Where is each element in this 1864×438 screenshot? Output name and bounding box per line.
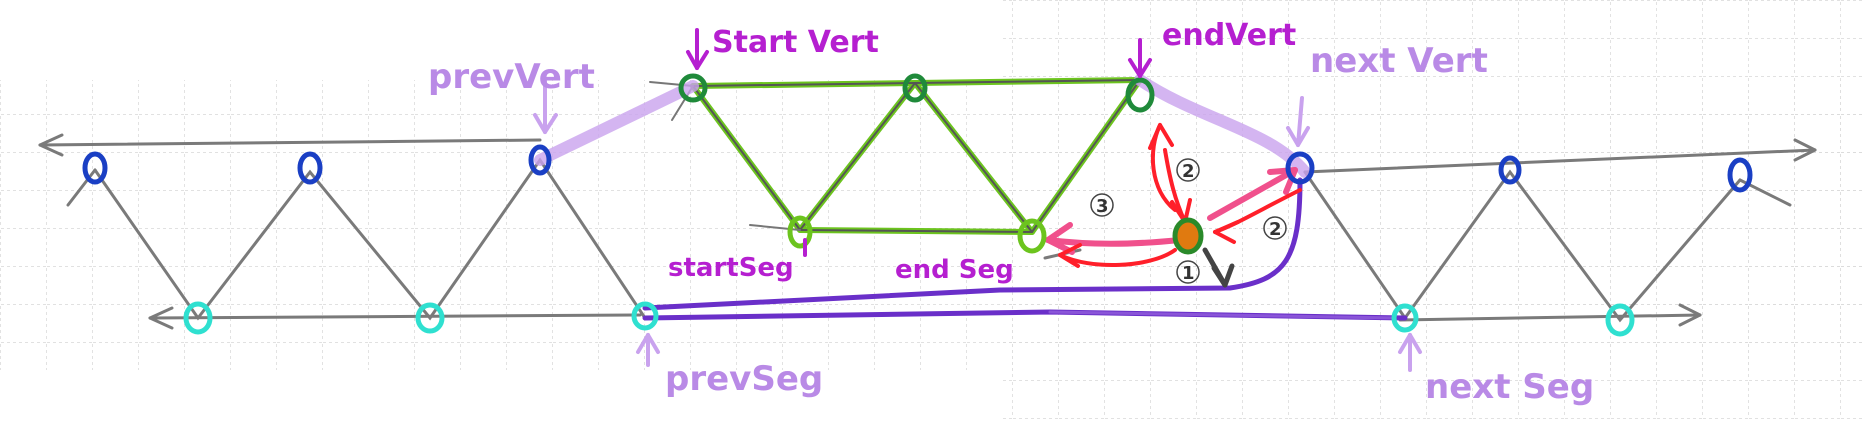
vertex: [297, 151, 323, 185]
step-marker-2a: [1176, 158, 1200, 182]
label-start-vert: Start Vert: [712, 25, 879, 60]
vertex-next-vert: [1285, 151, 1315, 185]
outer-segment-vertices: [183, 301, 1635, 337]
label-prev-seg: prevSeg: [665, 359, 823, 399]
segment: [1605, 303, 1635, 337]
labels: prevVert Start Vert endVert next Vert st…: [428, 18, 1594, 407]
vertex: [902, 73, 928, 103]
label-next-seg: next Seg: [1425, 367, 1594, 407]
vertex: [1727, 157, 1753, 193]
vertex: [1498, 155, 1522, 185]
segment-next-seg: [1391, 303, 1419, 333]
label-prev-vert: prevVert: [428, 57, 595, 97]
new-vertex: [1172, 217, 1204, 255]
step-number-2a: 2: [1182, 161, 1195, 182]
step-marker-3: [1090, 193, 1114, 217]
segment-prev-seg: [631, 301, 659, 331]
step-number-2b: 2: [1269, 219, 1282, 240]
step-marker-1: [1176, 260, 1200, 284]
label-end-vert: endVert: [1162, 18, 1296, 53]
selected-vertices: [678, 73, 1155, 254]
vertex: [82, 151, 108, 185]
step-number-1: 1: [1182, 263, 1195, 284]
step-marker-2b: [1263, 216, 1287, 240]
segment-start-seg: [787, 215, 813, 249]
step-arrows: [1045, 123, 1302, 288]
step-number-3: 3: [1096, 196, 1109, 217]
vertex-prev-vert: [528, 144, 552, 176]
outer-vertices: [82, 144, 1753, 193]
selected-strip: [649, 77, 1143, 235]
segment: [183, 301, 213, 335]
vertex-end-vert: [1125, 77, 1155, 113]
step-number-markers: 1 2 2 3: [1090, 158, 1287, 284]
vertex-start-vert: [678, 73, 708, 103]
label-pointers: [533, 28, 1422, 372]
segment-end-seg: [1017, 218, 1047, 254]
label-start-seg: startSeg: [668, 253, 794, 283]
label-next-vert: next Vert: [1310, 41, 1488, 81]
new-vertex-fill: [1172, 217, 1204, 255]
label-end-seg: end Seg: [895, 255, 1014, 285]
boundary-path: [534, 74, 1408, 321]
segment: [415, 302, 445, 334]
